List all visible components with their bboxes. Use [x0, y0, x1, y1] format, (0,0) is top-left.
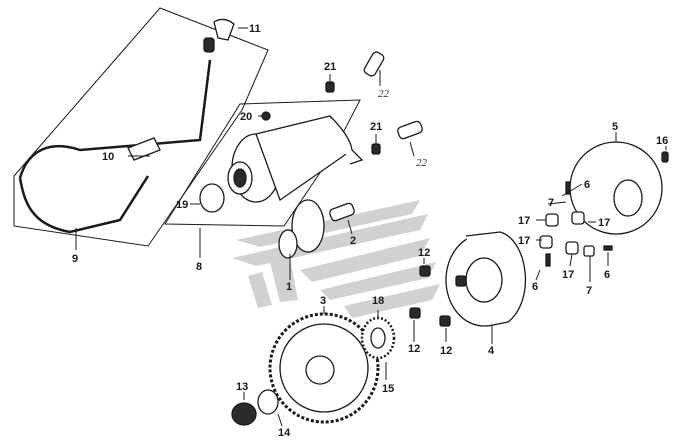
label-10: 10 — [102, 151, 114, 163]
label-8: 8 — [196, 261, 202, 273]
label-6a: 6 — [584, 179, 590, 191]
bolts-12 — [409, 265, 467, 327]
o-ring-19 — [199, 183, 225, 213]
label-19: 19 — [176, 199, 188, 211]
flywheel-4 — [445, 231, 527, 327]
label-12c: 12 — [440, 345, 452, 357]
label-18: 18 — [372, 295, 384, 307]
dowel-pins — [329, 51, 423, 222]
label-6c: 6 — [604, 269, 610, 281]
rollers-and-springs — [539, 151, 669, 267]
label-14: 14 — [278, 427, 291, 439]
label-22b: 22 — [416, 157, 428, 169]
label-7a: 7 — [548, 197, 554, 209]
part-labels: 11 10 9 8 19 20 21 21 22 22 1 2 3 18 15 … — [72, 23, 668, 439]
leader-lines — [75, 27, 667, 427]
starter-motor-box — [164, 99, 364, 227]
label-17d: 17 — [562, 269, 574, 281]
label-9: 9 — [72, 253, 78, 265]
label-22a: 22 — [378, 88, 390, 100]
nut-13 — [231, 402, 257, 426]
label-21a: 21 — [324, 61, 336, 73]
starter-gear-1 — [278, 199, 325, 259]
label-1: 1 — [286, 281, 292, 293]
starter-clutch-3 — [268, 312, 380, 424]
label-17a: 17 — [598, 217, 610, 229]
washer-14 — [257, 389, 279, 415]
label-6b: 6 — [532, 281, 538, 293]
label-12a: 12 — [418, 247, 430, 259]
label-4: 4 — [488, 345, 495, 357]
label-7b: 7 — [586, 285, 592, 297]
label-12b: 12 — [408, 343, 420, 355]
label-11: 11 — [249, 23, 261, 35]
label-20: 20 — [240, 111, 252, 123]
label-13: 13 — [236, 381, 248, 393]
label-2: 2 — [350, 235, 356, 247]
label-3: 3 — [320, 295, 326, 307]
cable-group-box — [13, 7, 269, 247]
label-16: 16 — [656, 135, 668, 147]
label-17c: 17 — [518, 235, 530, 247]
bolts-21 — [325, 81, 381, 155]
bearing-18 — [360, 316, 396, 360]
label-15: 15 — [382, 383, 394, 395]
label-5: 5 — [612, 121, 618, 133]
label-17b: 17 — [518, 215, 530, 227]
label-21b: 21 — [370, 121, 382, 133]
